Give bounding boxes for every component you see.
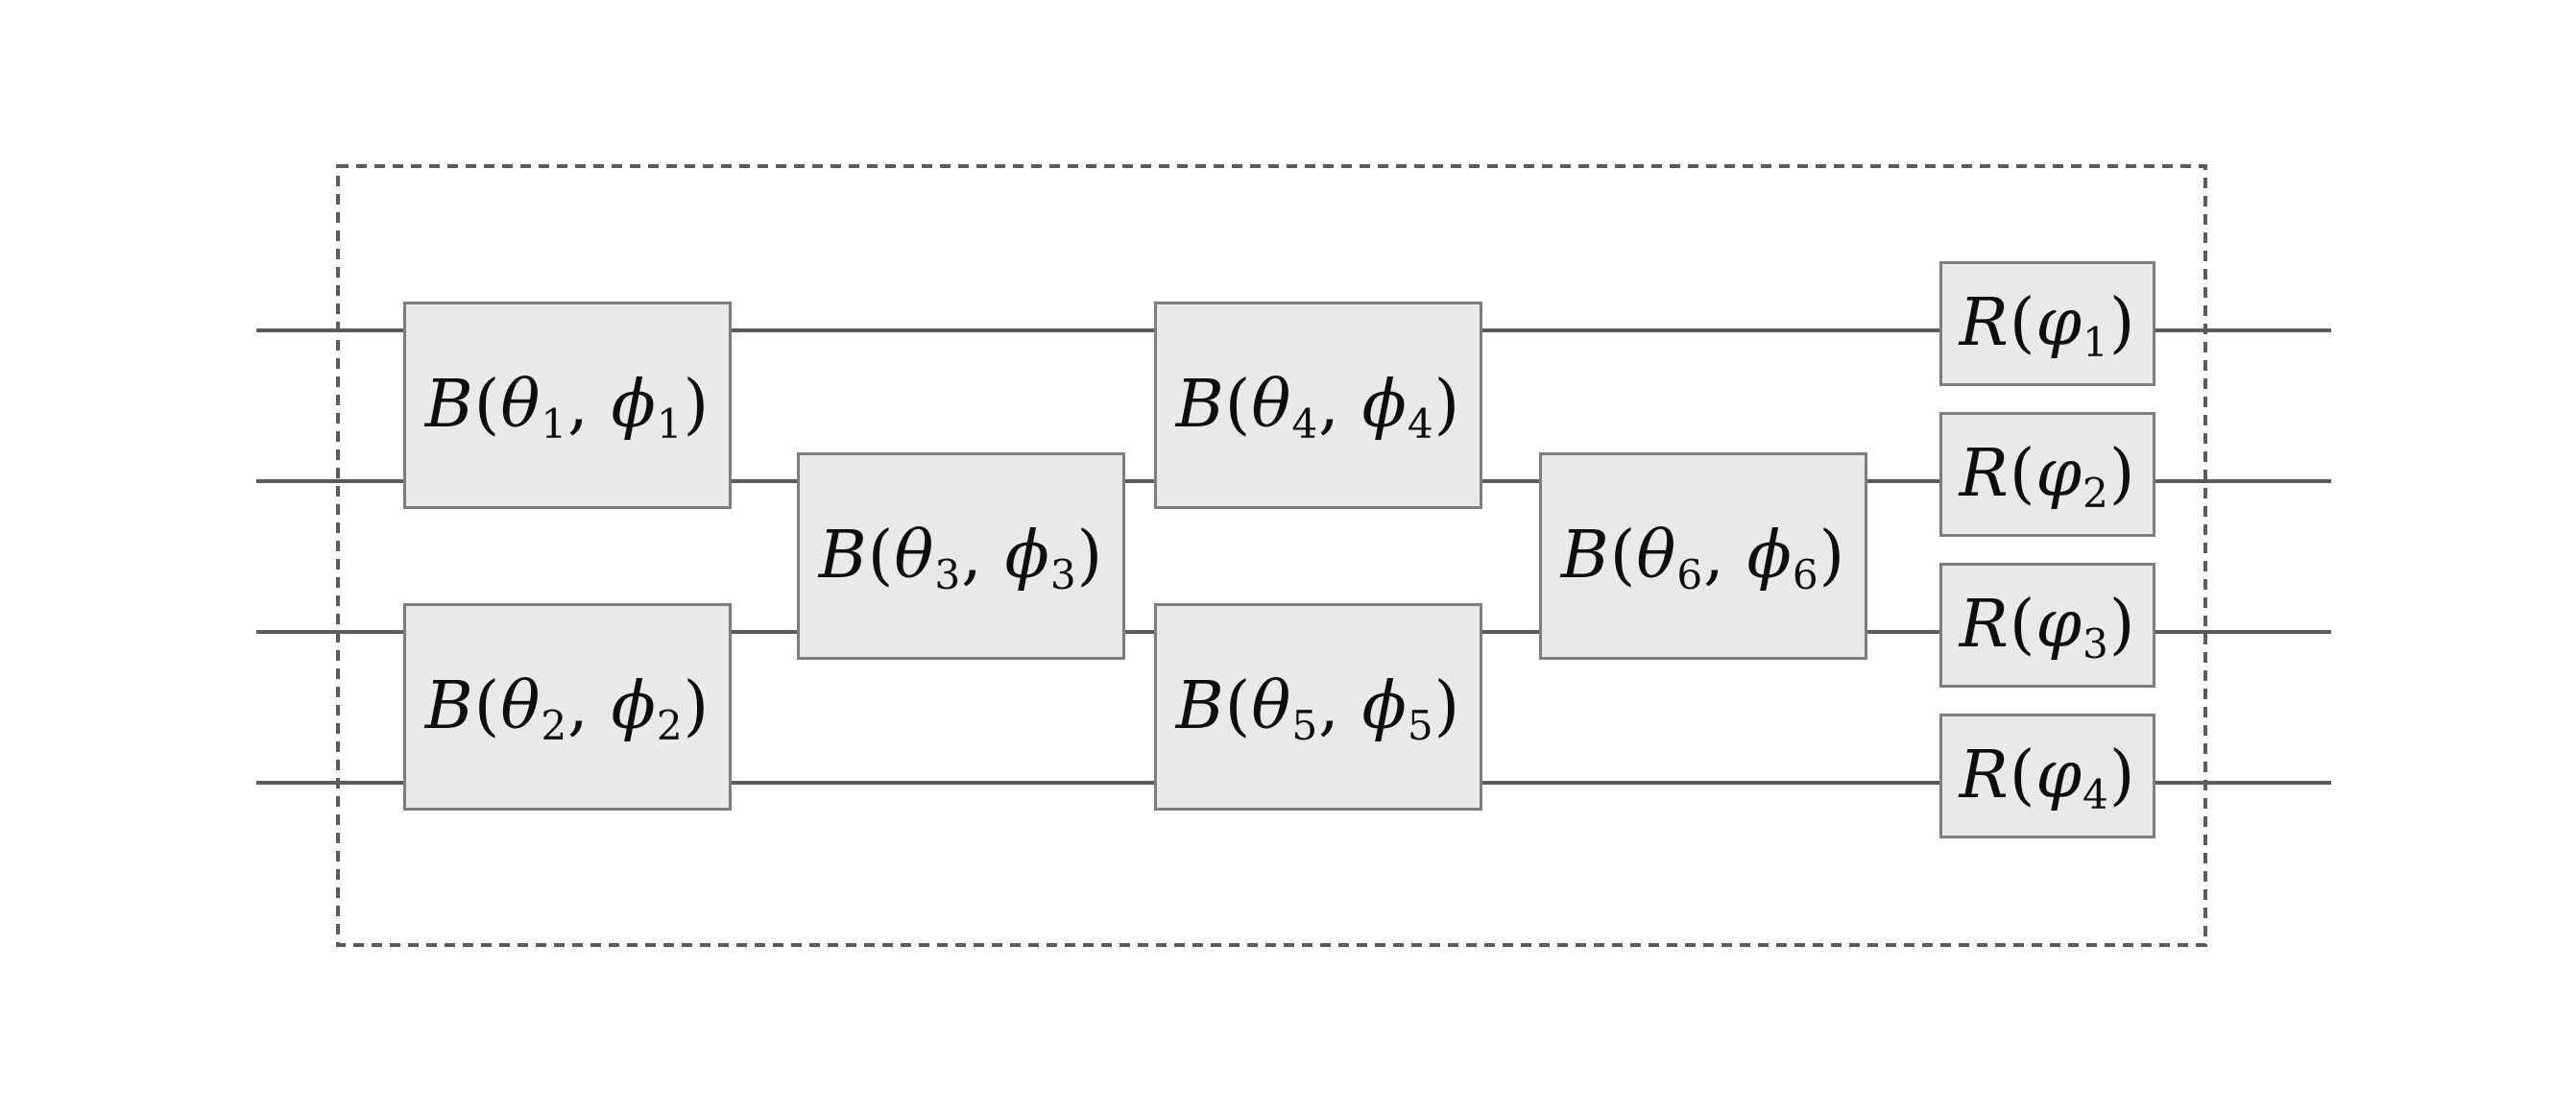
beamsplitter-gate-4: B(θ4, ϕ4) [1154,302,1482,509]
param-varphi: φ [2035,587,2083,663]
param-subscript: 1 [541,400,568,448]
open-paren: ( [867,518,895,594]
param-varphi: φ [2035,738,2083,813]
param-subscript: 6 [1676,550,1704,598]
param-subscript: 2 [656,701,684,749]
close-paren: ) [1076,518,1104,594]
param-subscript: 1 [656,400,684,448]
param-theta: θ [1251,668,1292,744]
beamsplitter-gate-2: B(θ2, ϕ2) [403,603,732,811]
gate-label: R(φ3) [1960,593,2136,665]
gate-name: B [1560,518,1610,594]
param-subscript: 2 [2082,469,2109,517]
gate-label: B(θ6, ϕ6) [1561,523,1845,595]
gate-label: B(θ2, ϕ2) [425,674,710,746]
param-subscript: 5 [1291,701,1319,749]
close-paren: ) [2108,285,2136,361]
gate-name: B [424,367,474,443]
close-paren: ) [2108,436,2136,512]
param-subscript: 4 [1407,400,1434,448]
close-paren: ) [1818,518,1846,594]
rotation-gate-4: R(φ4) [1939,714,2155,838]
gate-label: B(θ5, ϕ5) [1176,674,1460,746]
open-paren: ( [1609,518,1637,594]
separator: , [1318,367,1362,443]
gate-label: R(φ2) [1960,442,2136,514]
beamsplitter-gate-6: B(θ6, ϕ6) [1539,452,1867,660]
gate-label: B(θ3, ϕ3) [819,523,1103,595]
close-paren: ) [683,668,710,744]
rotation-gate-2: R(φ2) [1939,412,2155,537]
rotation-gate-3: R(φ3) [1939,563,2155,688]
open-paren: ( [473,668,501,744]
open-paren: ( [2009,436,2036,512]
gate-label: B(θ4, ϕ4) [1176,373,1460,445]
open-paren: ( [1224,668,1252,744]
separator: , [567,668,612,744]
param-theta: θ [500,367,542,443]
param-theta: θ [1636,518,1677,594]
beamsplitter-gate-5: B(θ5, ϕ5) [1154,603,1482,811]
beamsplitter-gate-3: B(θ3, ϕ3) [797,452,1125,660]
param-subscript: 4 [2082,770,2109,818]
close-paren: ) [683,367,710,443]
param-subscript: 4 [1291,400,1319,448]
close-paren: ) [2108,738,2136,813]
gate-name: R [1959,587,2010,663]
param-theta: θ [894,518,935,594]
gate-name: B [818,518,868,594]
param-phi: ϕ [1746,518,1793,594]
beamsplitter-gate-1: B(θ1, ϕ1) [403,302,732,509]
close-paren: ) [1433,668,1461,744]
close-paren: ) [1433,367,1461,443]
param-subscript: 6 [1792,550,1819,598]
gate-label: B(θ1, ϕ1) [425,373,710,445]
separator: , [1703,518,1747,594]
param-phi: ϕ [1361,668,1408,744]
param-phi: ϕ [611,367,657,443]
separator: , [567,367,612,443]
separator: , [1318,668,1362,744]
gate-label: R(φ1) [1960,291,2136,363]
gate-name: R [1959,436,2010,512]
param-varphi: φ [2035,285,2083,361]
gate-name: R [1959,738,2010,813]
param-phi: ϕ [1361,367,1408,443]
circuit-boundary-dashed-box [336,164,2207,947]
param-subscript: 1 [2082,318,2109,366]
param-subscript: 2 [541,701,568,749]
open-paren: ( [473,367,501,443]
open-paren: ( [2009,587,2036,663]
param-varphi: φ [2035,436,2083,512]
gate-name: R [1959,285,2010,361]
param-subscript: 3 [2082,619,2109,667]
param-theta: θ [500,668,542,744]
open-paren: ( [2009,738,2036,813]
open-paren: ( [1224,367,1252,443]
param-phi: ϕ [1004,518,1050,594]
open-paren: ( [2009,285,2036,361]
param-subscript: 3 [934,550,962,598]
param-phi: ϕ [611,668,657,744]
separator: , [961,518,1005,594]
gate-label: R(φ4) [1960,743,2136,815]
gate-name: B [1175,367,1225,443]
rotation-gate-1: R(φ1) [1939,261,2155,386]
param-theta: θ [1251,367,1292,443]
param-subscript: 3 [1049,550,1077,598]
gate-name: B [1175,668,1225,744]
param-subscript: 5 [1407,701,1434,749]
close-paren: ) [2108,587,2136,663]
gate-name: B [424,668,474,744]
